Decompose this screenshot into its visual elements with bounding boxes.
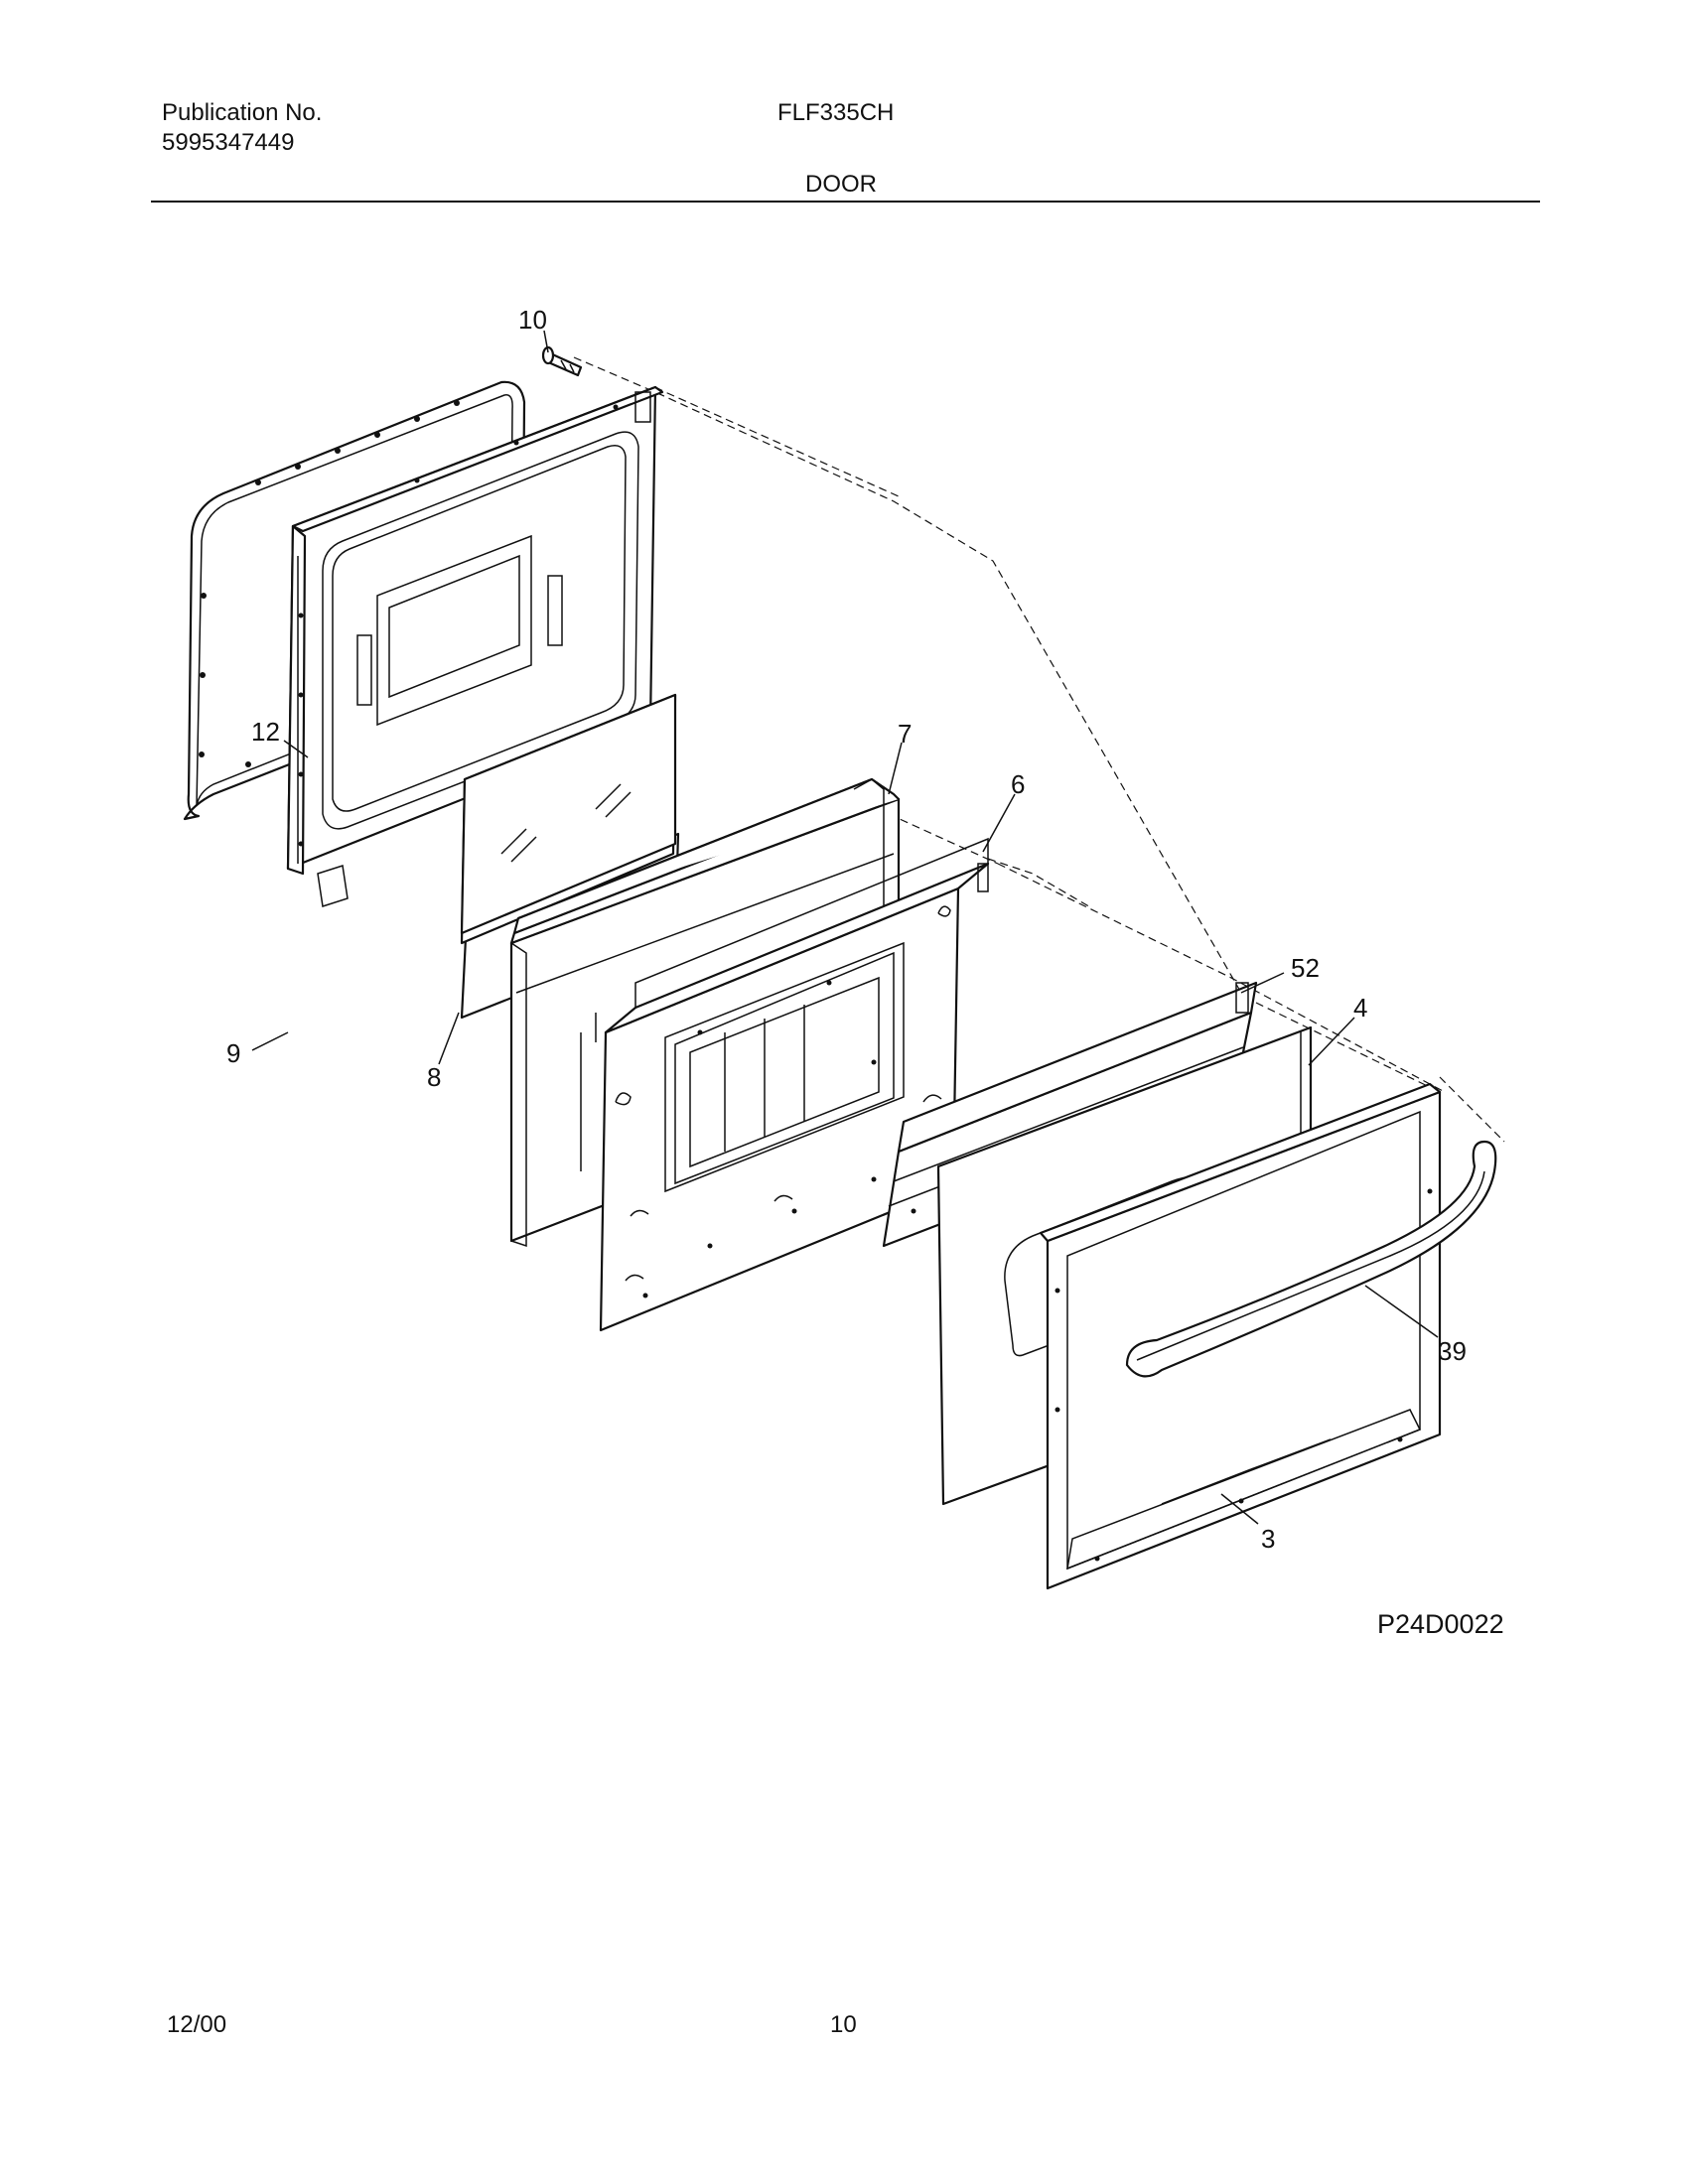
part-3-outer-frame	[1039, 1082, 1442, 1590]
section-title: DOOR	[805, 171, 877, 198]
model-number: FLF335CH	[777, 99, 895, 126]
callout-3: 3	[1261, 1524, 1275, 1554]
callout-12: 12	[251, 717, 280, 747]
callout-8: 8	[427, 1062, 441, 1092]
callout-52: 52	[1291, 953, 1320, 983]
callout-4: 4	[1353, 993, 1367, 1023]
page-number: 10	[830, 2011, 857, 2038]
callout-9: 9	[226, 1038, 240, 1068]
part-39-handle	[1125, 1140, 1497, 1378]
publication-label: Publication No.	[162, 99, 323, 126]
callout-10: 10	[518, 305, 547, 335]
part-10-screw	[541, 345, 583, 377]
leader-lines	[251, 330, 1439, 1525]
callout-7: 7	[898, 719, 912, 749]
part-6-inner-panel	[599, 837, 990, 1332]
header-rule	[151, 201, 1540, 203]
callout-39: 39	[1438, 1336, 1467, 1366]
callout-6: 6	[1011, 769, 1025, 799]
publication-number: 5995347449	[162, 129, 295, 156]
diagram-code: P24D0022	[1377, 1609, 1504, 1639]
callout-labels: 10 12 7 6 52 4 9 8 39 3	[226, 305, 1467, 1554]
footer-date: 12/00	[167, 2011, 227, 2038]
